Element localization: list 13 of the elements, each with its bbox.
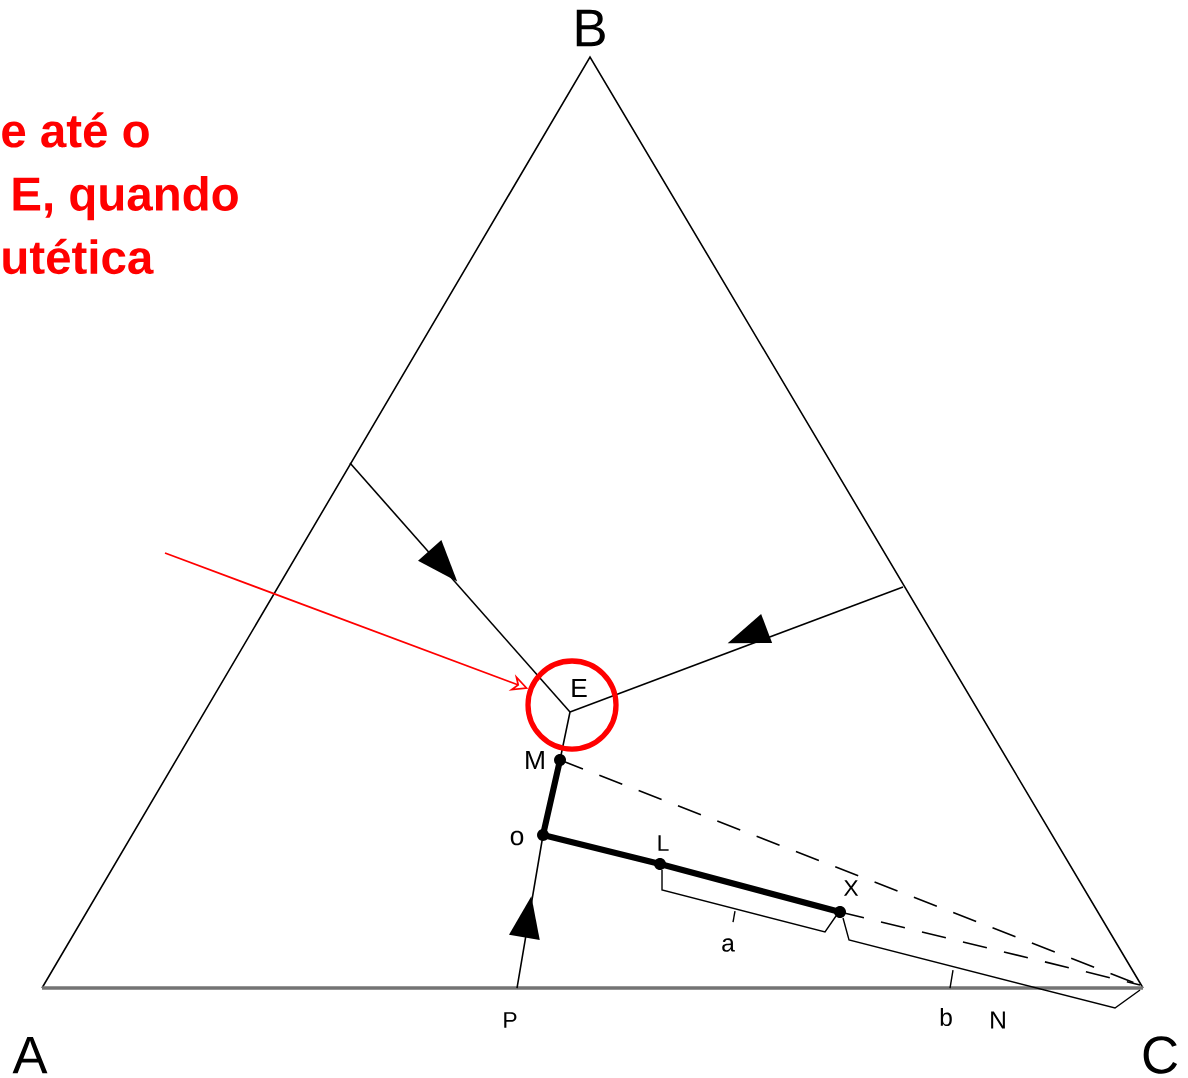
- vertex-label: C: [1143, 1036, 1178, 1074]
- vertex-label: B: [576, 9, 605, 47]
- bracket-label: b: [940, 1007, 952, 1027]
- point-label: X: [843, 880, 859, 896]
- point-label: o: [510, 830, 524, 846]
- vertex-label: A: [12, 1036, 48, 1074]
- point-label: E: [572, 678, 587, 698]
- point-label: P: [504, 1012, 517, 1028]
- point-label: N: [991, 1011, 1005, 1029]
- bracket-label: a: [722, 938, 735, 952]
- annotation-text: e até o E, quando utética: [2, 112, 238, 275]
- point-label: L: [658, 835, 669, 851]
- highlight-circle: [525, 658, 619, 752]
